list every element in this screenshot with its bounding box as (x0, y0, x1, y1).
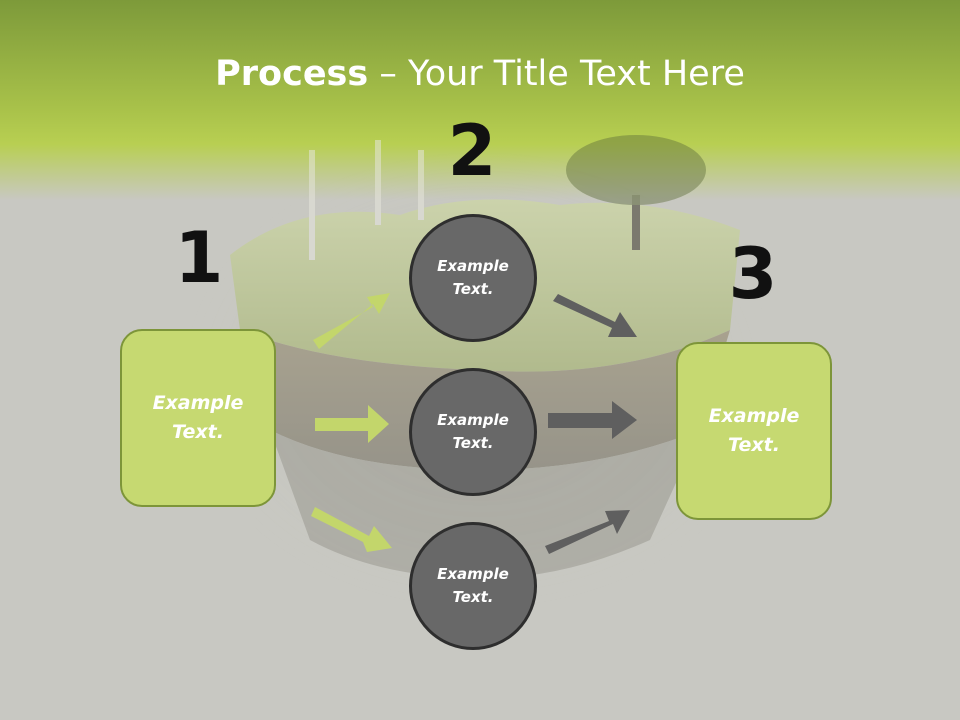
step-number-3: 3 (728, 233, 778, 315)
arrow-right-middle (548, 401, 637, 439)
title-rest: – Your Title Text Here (368, 54, 745, 94)
title-bold: Process (215, 54, 369, 94)
arrow-right-up (545, 510, 630, 554)
arrow-left-middle (315, 405, 389, 443)
circle-step-2: Example Text. (409, 368, 537, 496)
circle-2-text: Example Text. (437, 411, 509, 452)
arrow-left-up (313, 293, 390, 349)
left-step-box: Example Text. (120, 329, 276, 507)
arrow-left-down (311, 507, 392, 552)
right-step-box: Example Text. (676, 342, 832, 520)
arrow-right-down (553, 294, 637, 337)
circle-step-3: Example Text. (409, 522, 537, 650)
left-box-text: Example Text. (152, 392, 244, 443)
circle-3-text: Example Text. (437, 565, 509, 606)
page-title: Process – Your Title Text Here (0, 52, 960, 96)
circle-step-1: Example Text. (409, 214, 537, 342)
circle-1-text: Example Text. (437, 257, 509, 298)
step-number-1: 1 (174, 217, 224, 299)
right-box-text: Example Text. (708, 405, 800, 456)
step-number-2: 2 (447, 110, 497, 192)
